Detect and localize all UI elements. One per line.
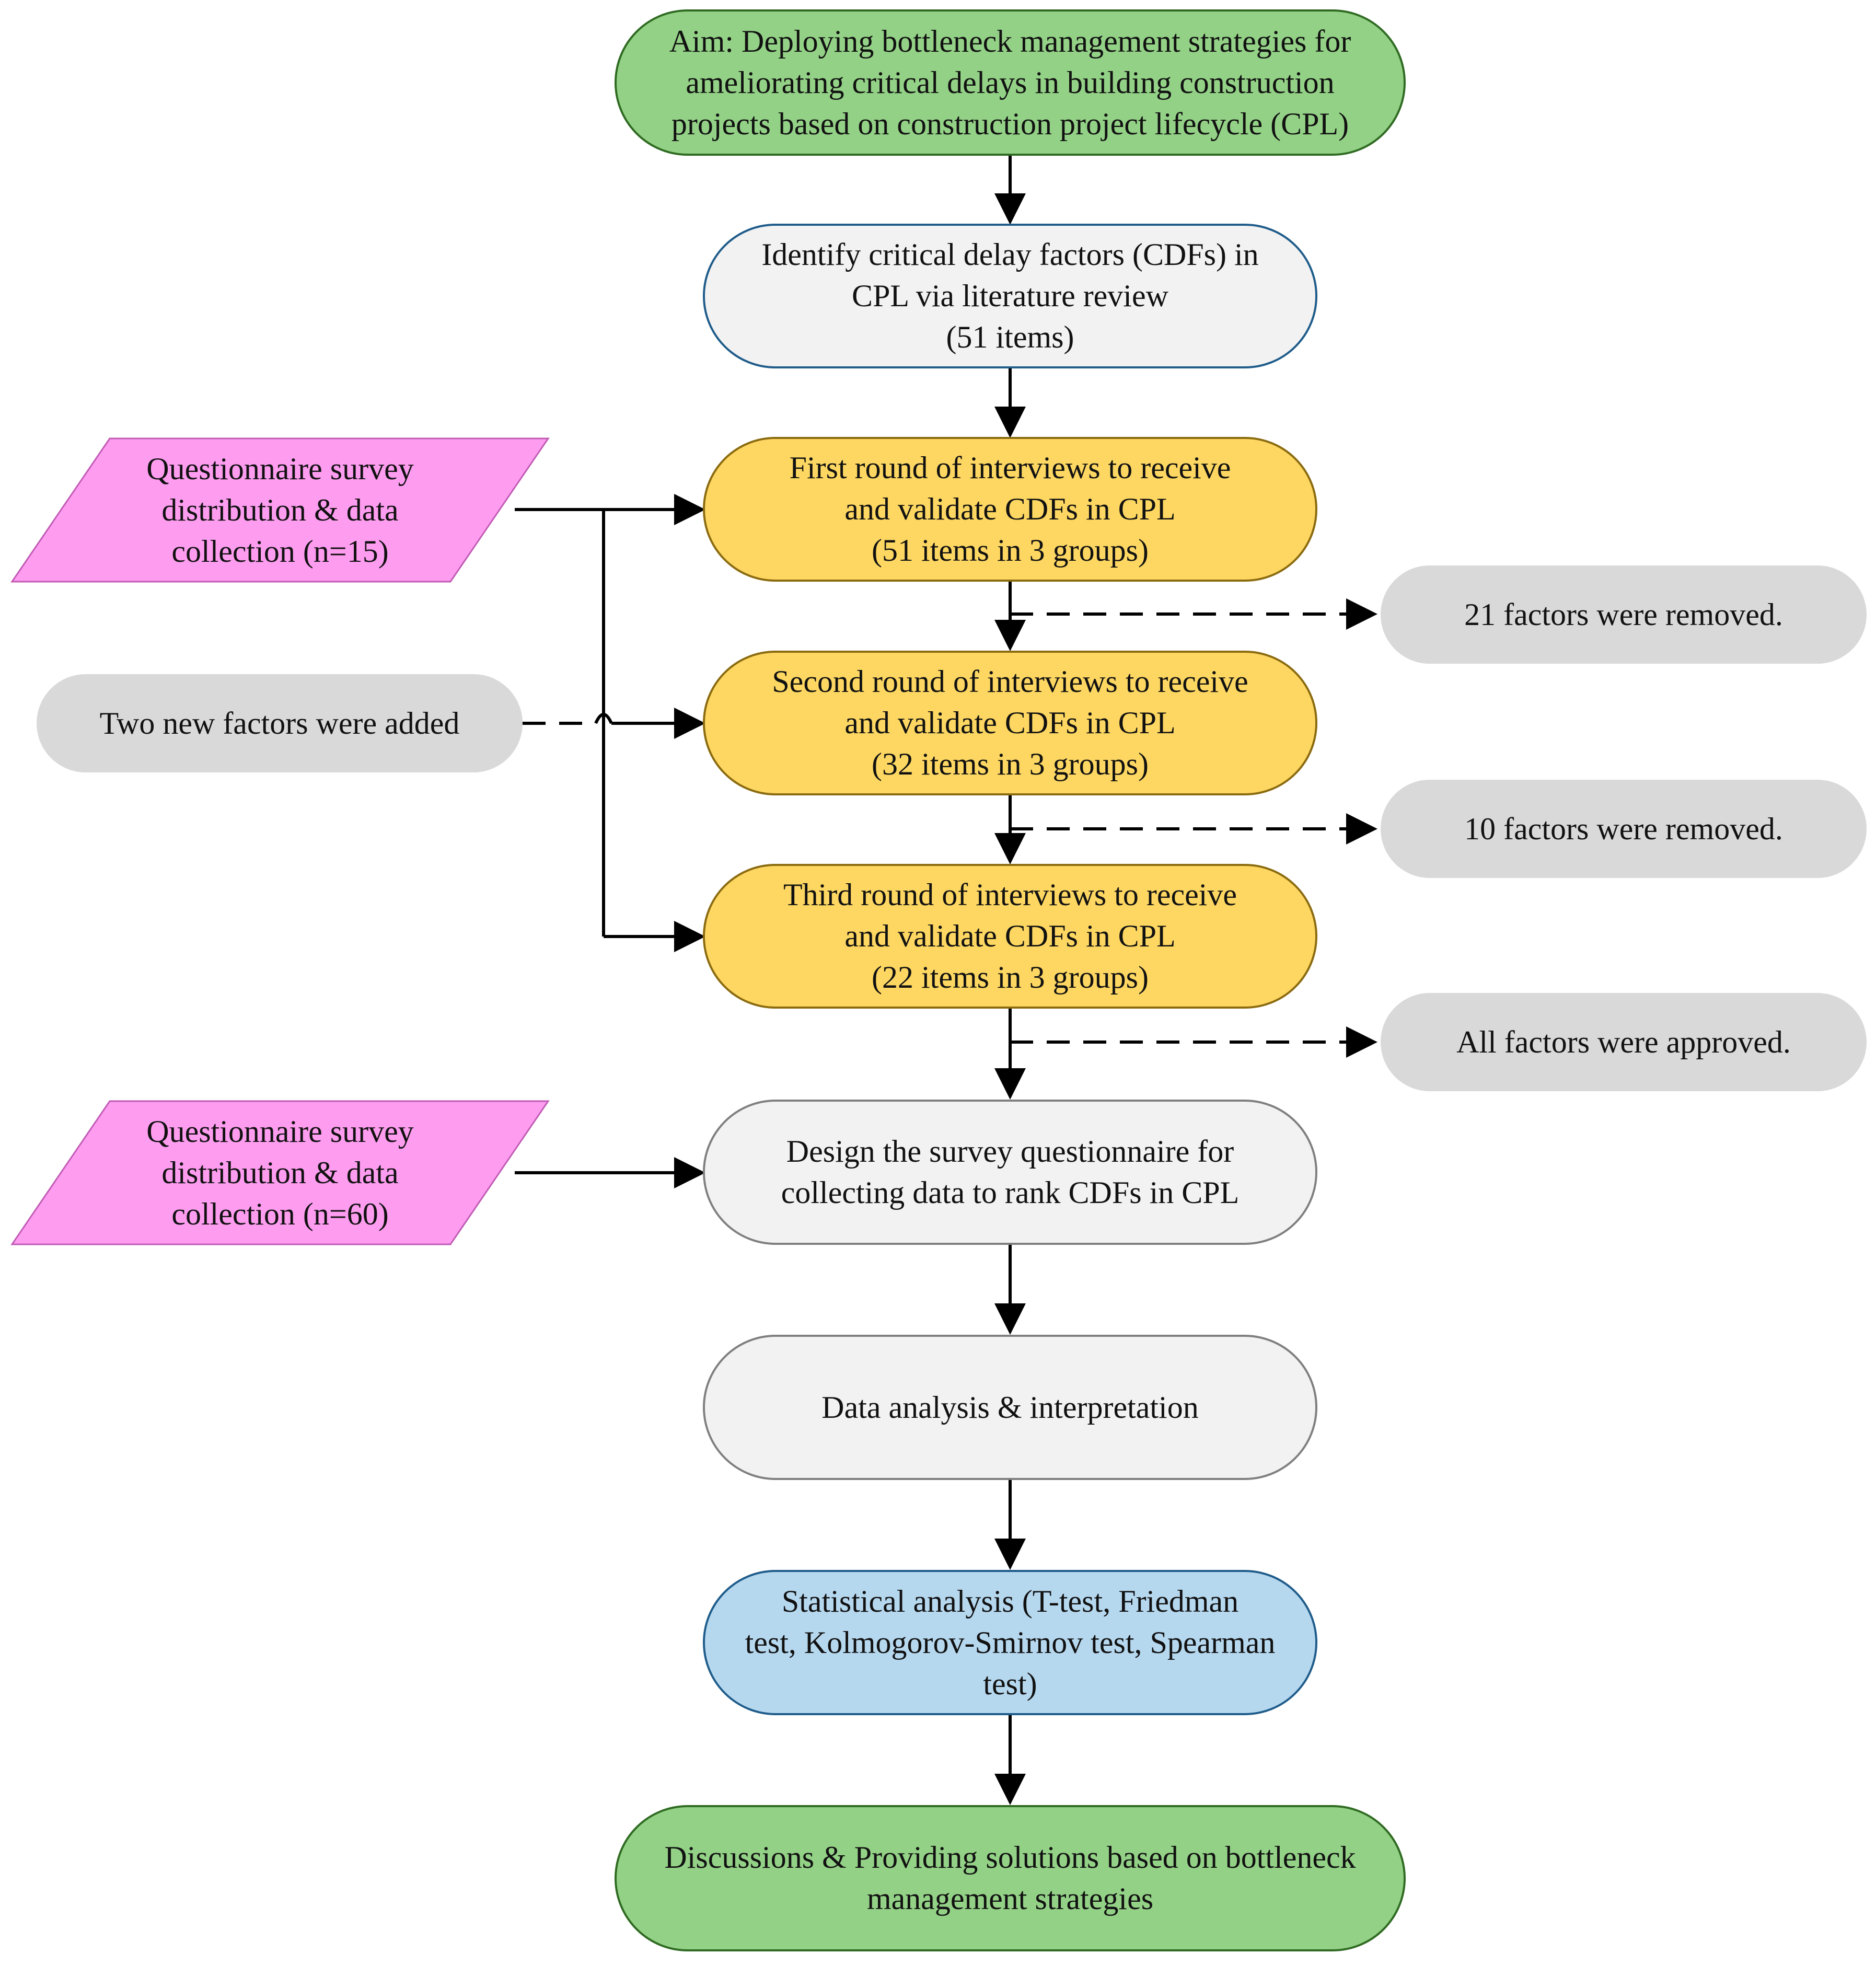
note-removed-1-text: 21 factors were removed.	[1464, 597, 1783, 632]
analysis-node: Data analysis & interpretation	[703, 1335, 1317, 1480]
round1-node: First round of interviews to receive and…	[703, 437, 1317, 582]
statistical-line-1: Statistical analysis (T-test, Friedman	[781, 1583, 1239, 1619]
round2-line-2: and validate CDFs in CPL	[844, 706, 1176, 740]
note-approved-text: All factors were approved.	[1456, 1024, 1791, 1059]
discussion-line-1: Discussions & Providing solutions based …	[664, 1840, 1356, 1875]
note-factors-removed-1: 21 factors were removed.	[1381, 565, 1867, 664]
round3-line-1: Third round of interviews to receive	[783, 877, 1237, 912]
aim-line-2: ameliorating critical delays in building…	[686, 65, 1335, 100]
identify-line-3: (51 items)	[946, 320, 1074, 354]
discussion-node: Discussions & Providing solutions based …	[615, 1805, 1406, 1951]
note-added-text: Two new factors were added	[99, 706, 460, 741]
note-all-approved: All factors were approved.	[1381, 993, 1867, 1091]
note-new-factors-added: Two new factors were added	[37, 674, 523, 772]
round1-line-3: (51 items in 3 groups)	[872, 533, 1149, 568]
round3-line-3: (22 items in 3 groups)	[872, 960, 1149, 995]
round2-line-3: (32 items in 3 groups)	[872, 747, 1149, 781]
discussion-line-2: management strategies	[866, 1881, 1154, 1916]
parallelogram-shape	[10, 437, 550, 583]
line-hop	[594, 713, 613, 724]
note-factors-removed-2: 10 factors were removed.	[1381, 780, 1867, 878]
analysis-line-1: Data analysis & interpretation	[821, 1390, 1199, 1425]
round3-line-2: and validate CDFs in CPL	[844, 919, 1176, 953]
design-line-2: collecting data to rank CDFs in CPL	[781, 1175, 1240, 1210]
statistical-line-3: test)	[983, 1666, 1037, 1701]
round3-node: Third round of interviews to receive and…	[703, 864, 1317, 1009]
survey-input-1: Questionnaire survey distribution & data…	[10, 437, 550, 583]
survey1-line-2: distribution & data	[161, 492, 399, 527]
round1-line-2: and validate CDFs in CPL	[844, 492, 1176, 526]
identify-line-1: Identify critical delay factors (CDFs) i…	[761, 237, 1259, 272]
design-node: Design the survey questionnaire for coll…	[703, 1100, 1317, 1245]
parallelogram-shape	[10, 1100, 550, 1245]
survey1-line-1: Questionnaire survey	[146, 451, 414, 486]
aim-line-1: Aim: Deploying bottleneck management str…	[669, 24, 1351, 59]
round2-line-1: Second round of interviews to receive	[772, 664, 1248, 699]
survey-input-2: Questionnaire survey distribution & data…	[10, 1100, 550, 1246]
design-line-1: Design the survey questionnaire for	[786, 1134, 1234, 1169]
round2-node: Second round of interviews to receive an…	[703, 651, 1317, 795]
note-removed-2-text: 10 factors were removed.	[1464, 811, 1783, 846]
identify-node: Identify critical delay factors (CDFs) i…	[703, 224, 1317, 368]
statistical-node: Statistical analysis (T-test, Friedman t…	[703, 1570, 1317, 1715]
survey2-line-1: Questionnaire survey	[146, 1114, 414, 1149]
survey2-line-2: distribution & data	[161, 1155, 399, 1190]
aim-node: Aim: Deploying bottleneck management str…	[615, 9, 1406, 156]
round1-line-1: First round of interviews to receive	[789, 450, 1231, 485]
survey2-line-3: collection (n=60)	[171, 1196, 389, 1231]
statistical-line-2: test, Kolmogorov-Smirnov test, Spearman	[745, 1625, 1276, 1660]
aim-line-3: projects based on construction project l…	[671, 106, 1349, 141]
survey1-line-3: collection (n=15)	[171, 534, 389, 569]
identify-line-2: CPL via literature review	[852, 279, 1168, 313]
